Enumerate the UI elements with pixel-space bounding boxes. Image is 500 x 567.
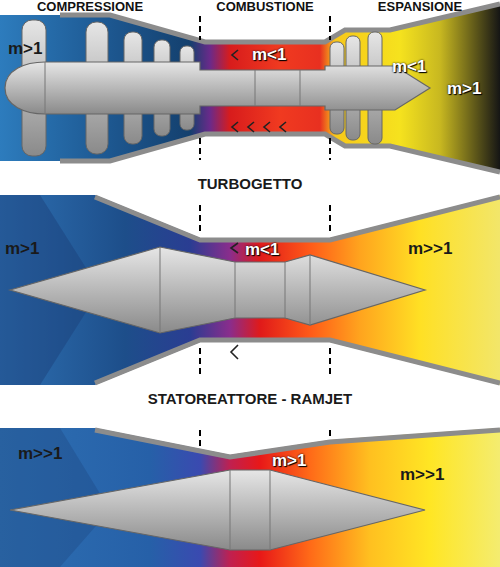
section-heading: COMBUSTIONE [216, 0, 314, 14]
mach-label: m>>1 [408, 240, 452, 259]
mach-label: m>1 [8, 40, 43, 59]
mach-label: m<1 [245, 241, 280, 260]
section-heading: COMPRESSIONE [37, 0, 143, 14]
engine-caption: STATOREATTORE - RAMJET [148, 391, 352, 408]
mach-label: m>1 [272, 452, 307, 471]
mach-label: m>1 [5, 240, 40, 259]
section-heading: ESPANSIONE [378, 0, 462, 14]
mach-label: m>>1 [18, 445, 62, 464]
mach-label: m<1 [252, 46, 287, 65]
engine-caption: TURBOGETTO [198, 176, 303, 193]
mach-label: m<1 [392, 58, 427, 77]
mach-label: m>>1 [400, 466, 444, 485]
mach-label: m>1 [447, 80, 482, 99]
